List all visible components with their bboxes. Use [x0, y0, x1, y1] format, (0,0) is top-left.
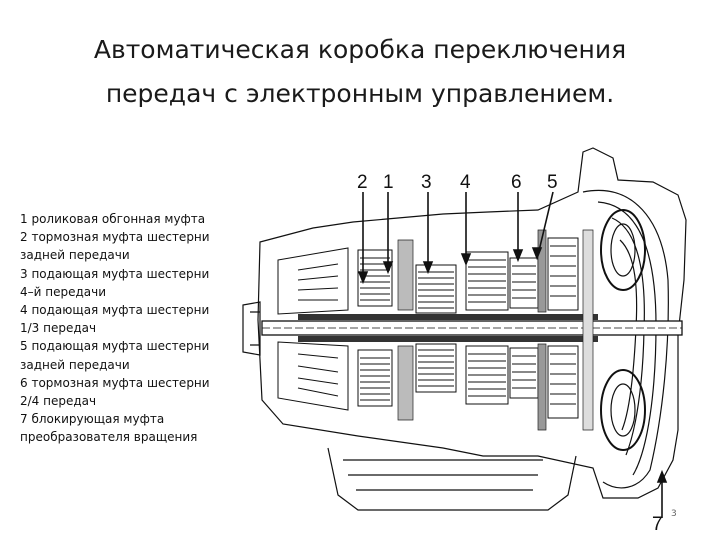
callout-label: 4 — [460, 172, 471, 193]
legend-line: 1/3 передач — [20, 321, 97, 336]
legend-line: 3 подающая муфта шестерни — [20, 266, 210, 281]
callout-label: 2 — [357, 172, 368, 193]
legend-line: задней передачи — [20, 357, 130, 372]
callout-label: 6 — [511, 172, 522, 193]
slide-title: Автоматическая коробка переключения пере… — [40, 28, 680, 116]
page-number: 3 — [671, 509, 677, 519]
transmission-cutaway-diagram: 2 1 3 4 6 5 7 — [242, 147, 687, 535]
legend-line: 7 блокирующая муфта — [20, 412, 165, 427]
main-shaft — [261, 314, 683, 342]
legend-line: 6 тормозная муфта шестерни — [20, 375, 210, 390]
callout-label: 7 — [652, 514, 663, 535]
legend-line: 2 тормозная муфта шестерни — [20, 230, 210, 245]
legend-line: 4–й передачи — [20, 284, 107, 299]
legend-line: 2/4 передач — [20, 394, 97, 409]
legend-line: задней передачи — [20, 248, 130, 263]
slide-title-line-1: Автоматическая коробка переключения — [93, 35, 627, 64]
legend: 1 роликовая обгонная муфта 2 тормозная м… — [20, 210, 235, 447]
slide-title-line-2: передач с электронным управлением. — [105, 79, 615, 108]
clutch-packs-lower — [277, 341, 579, 419]
callout-label: 5 — [547, 172, 558, 193]
legend-line: 5 подающая муфта шестерни — [20, 339, 210, 354]
legend-line: 4 подающая муфта шестерни — [20, 303, 210, 318]
legend-line: преобразователя вращения — [20, 430, 198, 445]
legend-line: 1 роликовая обгонная муфта — [20, 212, 206, 226]
callout-label: 3 — [421, 172, 432, 193]
clutch-packs-upper — [277, 237, 579, 315]
callout-arrows — [357, 191, 668, 518]
callout-label: 1 — [383, 172, 394, 193]
